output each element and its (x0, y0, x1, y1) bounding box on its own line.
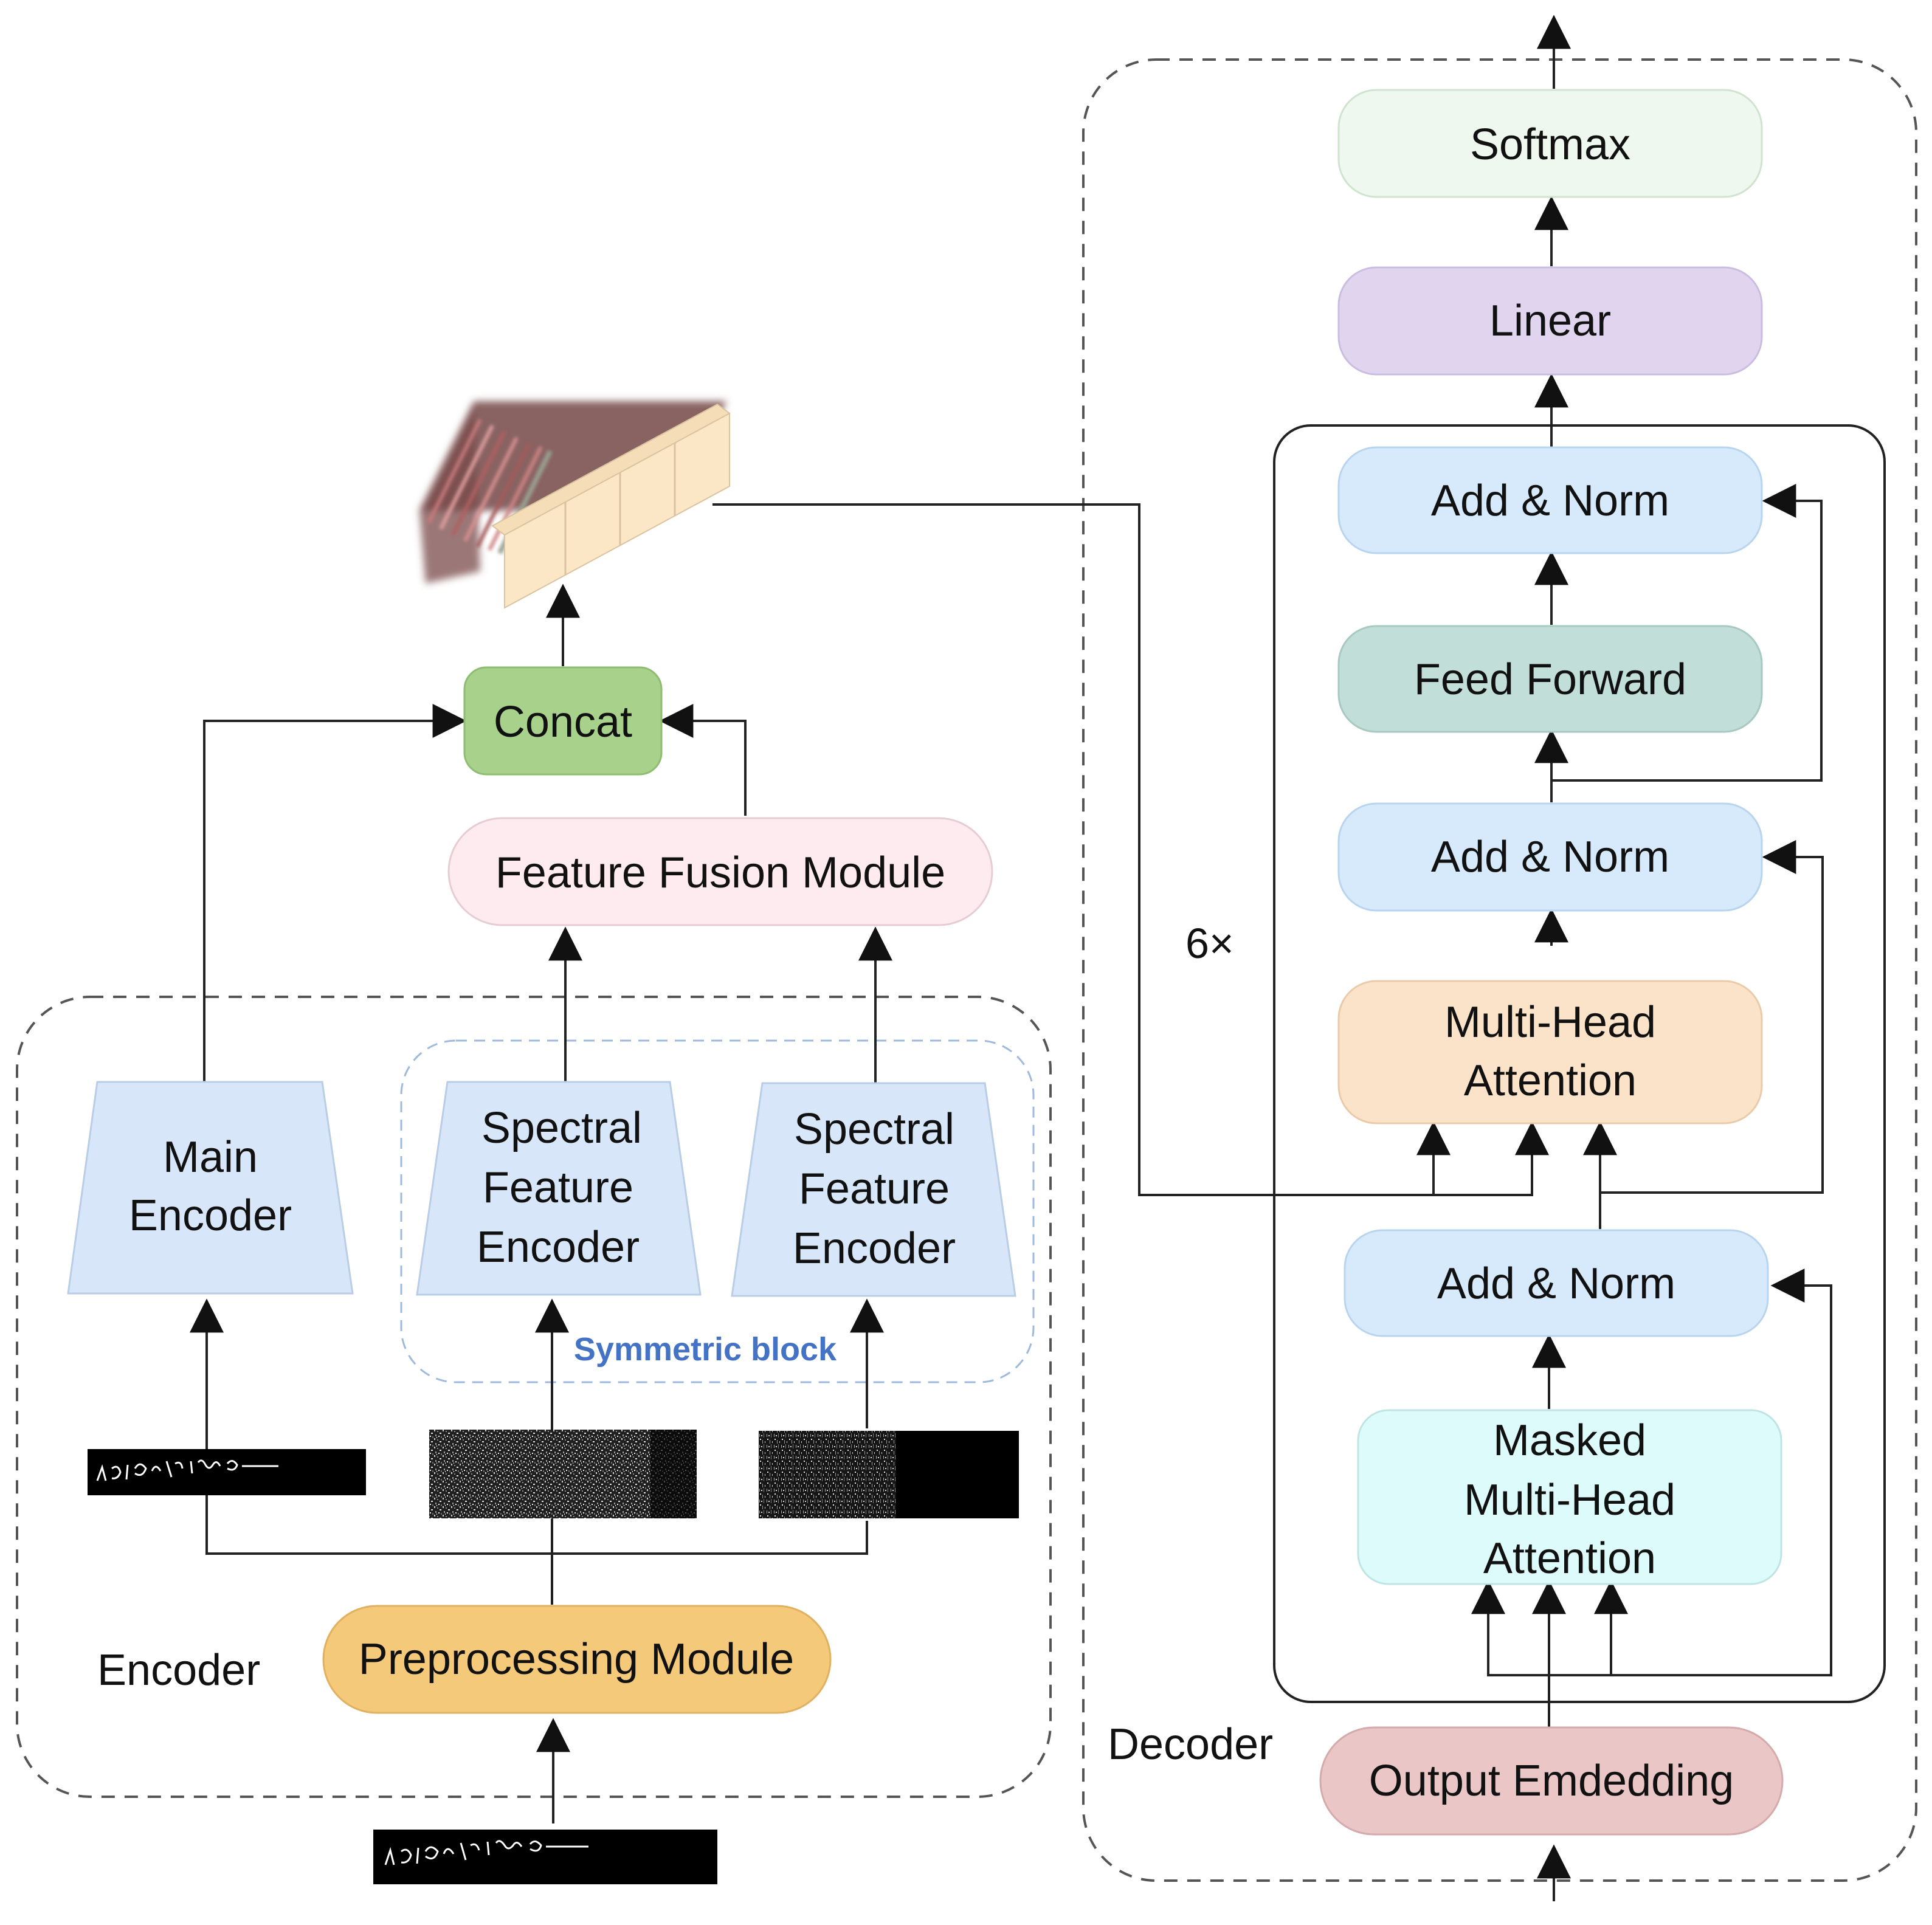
feed-forward-label: Feed Forward (1414, 655, 1686, 704)
raw-input-image (373, 1830, 717, 1884)
softmax-box (1337, 89, 1763, 198)
decoder-connectors (712, 15, 1832, 1901)
feature-fusion-label: Feature Fusion Module (495, 849, 945, 897)
main-encoder-label-line2: Encoder (129, 1191, 292, 1240)
main-input-image (88, 1449, 366, 1495)
concat-label: Concat (494, 698, 632, 746)
preprocessing-label: Preprocessing Module (359, 1635, 794, 1684)
encoder-dashed-border (16, 996, 1052, 1798)
spectral-encoder-2-line3: Encoder (793, 1224, 956, 1273)
add-norm-top-label: Add & Norm (1431, 477, 1669, 525)
add-norm-low-label: Add & Norm (1437, 1259, 1675, 1308)
masked-multi-head-attention-box (1357, 1409, 1782, 1585)
linear-label: Linear (1489, 297, 1611, 345)
symmetric-block-label: Symmetric block (574, 1331, 837, 1368)
spectral-encoder-1-shape (416, 1081, 702, 1296)
spectral-encoder-2-line2: Feature (799, 1165, 950, 1213)
spectral-encoder-1-line3: Encoder (477, 1223, 640, 1272)
symmetric-block-border (400, 1039, 1035, 1383)
concat-box (463, 666, 663, 776)
spectral-encoder-2-line1: Spectral (794, 1105, 954, 1154)
masked-label-line3: Attention (1483, 1534, 1656, 1583)
spectral-encoder-1-line2: Feature (483, 1163, 633, 1212)
repeat-count-label: 6× (1185, 920, 1234, 967)
softmax-label: Softmax (1470, 120, 1630, 169)
decoder-label: Decoder (1108, 1720, 1273, 1769)
add-norm-low-box (1344, 1229, 1769, 1337)
mha-label-line1: Multi-Head (1444, 998, 1656, 1047)
spectral-input-image-1 (429, 1430, 697, 1518)
add-norm-mid-box (1337, 802, 1763, 912)
masked-label-line1: Masked (1493, 1416, 1646, 1465)
spectral-encoder-2-shape (731, 1082, 1016, 1297)
linear-box (1337, 266, 1763, 376)
main-encoder-label-line1: Main (163, 1133, 258, 1182)
feature-fusion-box (447, 817, 993, 926)
spectral-input-image-2 (759, 1431, 1019, 1518)
spectral-encoder-1-line1: Spectral (481, 1104, 642, 1152)
main-encoder-shape (67, 1081, 354, 1295)
decoder-repeat-block (1273, 424, 1886, 1703)
add-norm-top-box (1337, 446, 1763, 554)
preprocessing-box (322, 1605, 832, 1714)
output-embedding-box (1319, 1726, 1784, 1836)
feature-map-cube (419, 401, 731, 609)
mha-label-line2: Attention (1464, 1056, 1637, 1105)
decoder-dashed-border (1082, 58, 1917, 1882)
encoder-label: Encoder (97, 1646, 260, 1695)
masked-label-line2: Multi-Head (1464, 1476, 1675, 1524)
feed-forward-box (1337, 625, 1763, 733)
add-norm-mid-label: Add & Norm (1431, 833, 1669, 881)
output-embedding-label: Output Emdedding (1369, 1757, 1734, 1805)
multi-head-attention-box (1337, 980, 1763, 1124)
